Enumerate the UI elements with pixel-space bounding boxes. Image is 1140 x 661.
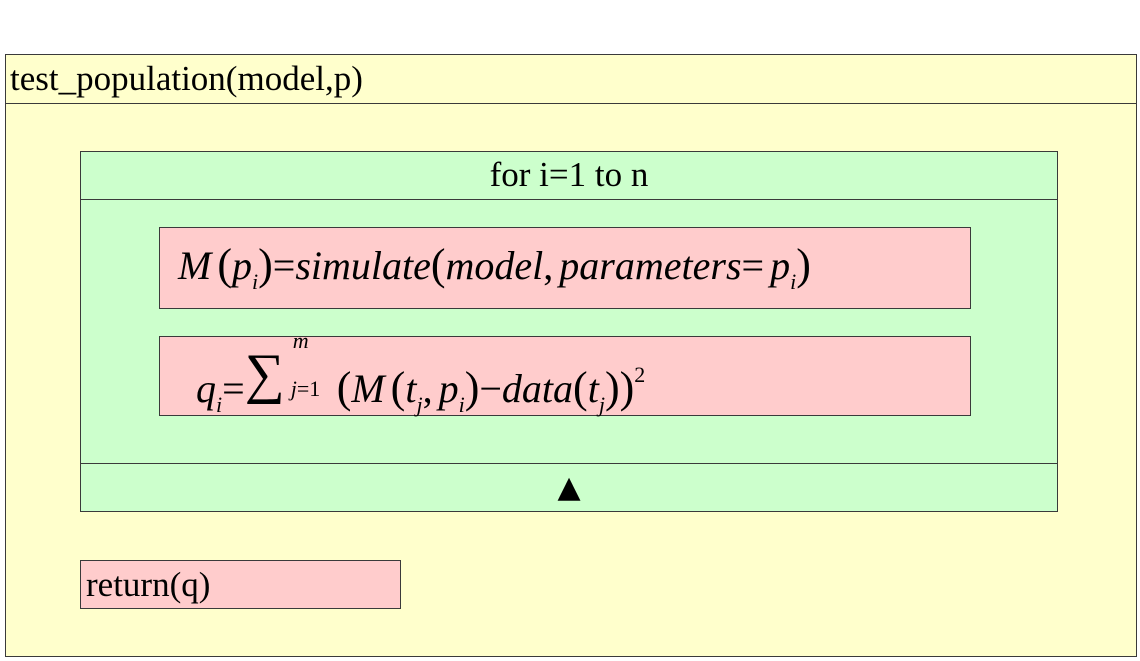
formula-subscript: j [416, 392, 423, 417]
sum-lower-limit: j=1 [290, 376, 321, 401]
formula-token: simulate [295, 243, 431, 288]
formula-token: p [438, 366, 459, 411]
loop-title: for i=1 to n [489, 155, 649, 194]
loop-footer: ▲ [81, 463, 1057, 511]
formula-token: = [272, 243, 296, 288]
formula-token: = [222, 366, 245, 411]
formula-token: t [587, 366, 599, 411]
formula-token: M [351, 366, 385, 411]
return-text: return(q) [86, 565, 211, 604]
formula-subscript: j [598, 392, 605, 417]
for-loop-block: for i=1 to n ▲ [80, 151, 1058, 512]
summation: ∑ m j=1 [245, 330, 321, 403]
formula-subscript: i [458, 392, 465, 417]
formula-token: = [741, 243, 765, 288]
simulate-statement: M(pi)=simulate(model,parameters=pi) [159, 227, 971, 309]
function-header: test_population(model,p) [6, 55, 1136, 104]
return-statement: return(q) [80, 560, 401, 609]
loop-header: for i=1 to n [81, 152, 1057, 200]
formula-token: − [479, 366, 502, 411]
function-title: test_population(model,p) [10, 59, 363, 98]
formula-token: data [501, 366, 574, 411]
formula-subscript: i [216, 392, 223, 417]
sum-upper-limit: m [292, 328, 309, 353]
loop-back-arrow-icon: ▲ [557, 470, 581, 505]
formula-subscript: i [790, 269, 797, 294]
formula-token: , [422, 366, 433, 411]
formula-token: p [770, 243, 791, 288]
formula-token: M [178, 243, 212, 288]
sigma-symbol: ∑ [244, 343, 285, 405]
formula-token: t [405, 366, 417, 411]
formula-token: , [543, 243, 554, 288]
formula-superscript: 2 [634, 362, 646, 387]
formula-token: parameters [559, 243, 742, 288]
formula-subscript: i [251, 269, 259, 294]
formula-token: q [196, 366, 216, 411]
simulate-formula: M(pi)=simulate(model,parameters=pi) [178, 240, 811, 295]
formula-token: model [445, 243, 544, 288]
formula-token: p [231, 243, 252, 288]
